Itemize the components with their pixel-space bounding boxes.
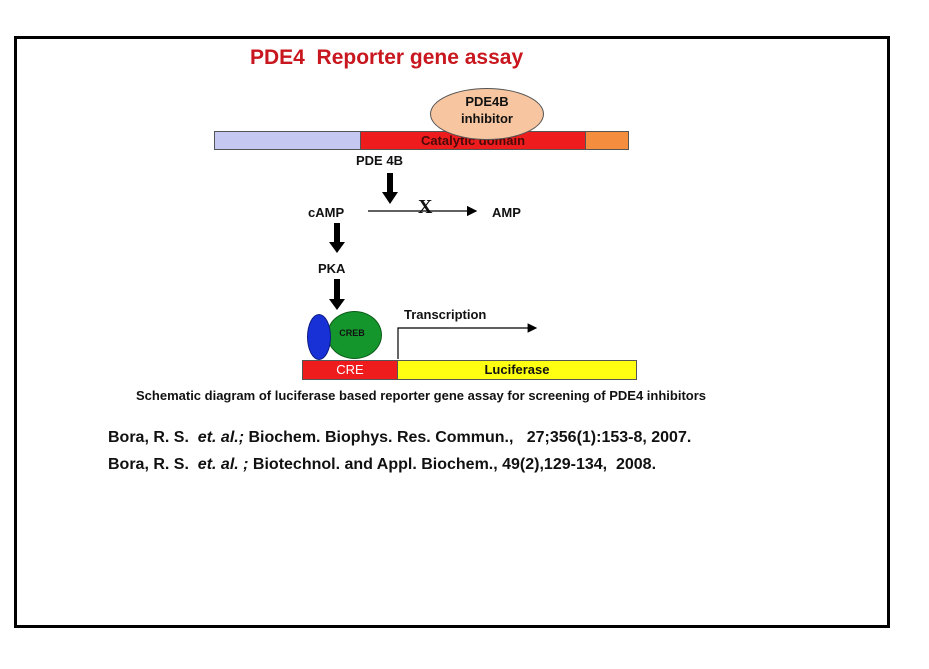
reference-2-authors: Bora, R. S.	[108, 456, 198, 473]
transcription-label: Transcription	[404, 307, 487, 322]
pka-label: PKA	[318, 261, 346, 276]
creb-label: CREB	[339, 328, 365, 338]
inhibition-cross: X	[418, 196, 433, 218]
reference-1-authors: Bora, R. S.	[108, 429, 198, 446]
camp-to-pka-arrow	[329, 223, 345, 253]
cre-label: CRE	[336, 362, 364, 377]
reference-1-etal: et. al.;	[197, 429, 245, 446]
pde4b-down-arrow	[382, 173, 398, 204]
figure-caption: Schematic diagram of luciferase based re…	[136, 388, 707, 403]
reference-1: Bora, R. S. et. al.; Biochem. Biophys. R…	[108, 429, 691, 447]
reference-2: Bora, R. S. et. al. ; Biotechnol. and Ap…	[108, 456, 656, 474]
camp-label: cAMP	[308, 205, 345, 220]
luciferase-label: Luciferase	[484, 362, 550, 377]
slide-title: PDE4 Reporter gene assay	[250, 46, 524, 69]
inhibitor-line1: PDE4B	[465, 94, 509, 109]
co-activator-ellipse	[307, 314, 331, 360]
pde4b-inhibitor-label: PDE4B inhibitor	[430, 93, 544, 127]
pde4b-label: PDE 4B	[356, 153, 403, 168]
pka-to-creb-arrow	[329, 279, 345, 310]
reference-2-citation: Biotechnol. and Appl. Biochem., 49(2),12…	[248, 456, 657, 473]
inhibitor-line2: inhibitor	[461, 111, 513, 126]
c-terminal-domain-bar	[585, 131, 629, 150]
pde4b-inhibitor-ellipse	[430, 88, 544, 140]
reference-2-etal: et. al. ;	[197, 456, 249, 473]
transcription-arrow	[397, 323, 538, 359]
reference-1-citation: Biochem. Biophys. Res. Commun., 27;356(1…	[244, 429, 692, 446]
luciferase-box	[397, 360, 637, 380]
amp-label: AMP	[492, 205, 521, 220]
